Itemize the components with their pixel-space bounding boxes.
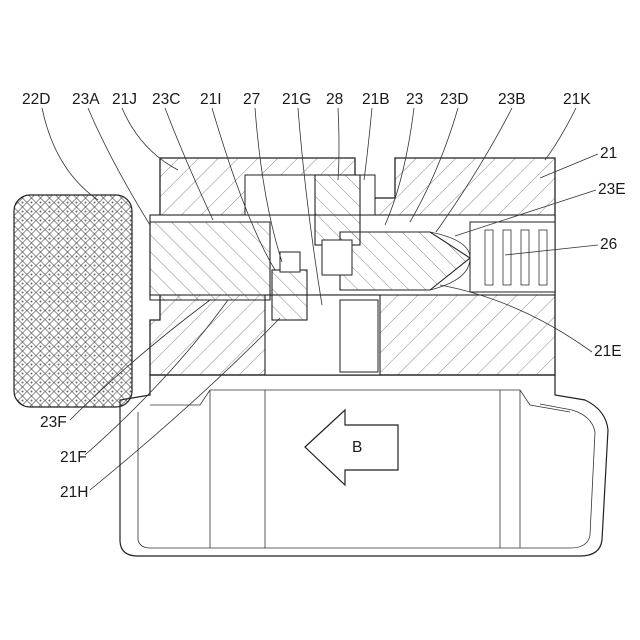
label-21H: 21H	[60, 484, 88, 501]
label-23B: 23B	[498, 91, 526, 108]
label-21K: 21K	[563, 91, 591, 108]
label-23A: 23A	[72, 91, 100, 108]
label-21J: 21J	[112, 91, 137, 108]
label-23E: 23E	[598, 181, 626, 198]
label-21E: 21E	[594, 343, 622, 360]
label-21B: 21B	[362, 91, 390, 108]
label-28: 28	[326, 91, 343, 108]
label-27: 27	[243, 91, 260, 108]
label-22D: 22D	[22, 91, 50, 108]
label-23: 23	[406, 91, 423, 108]
label-21: 21	[600, 145, 617, 162]
label-26: 26	[600, 236, 617, 253]
knurled-knob	[14, 195, 132, 407]
label-23C: 23C	[152, 91, 180, 108]
label-23D: 23D	[440, 91, 468, 108]
direction-arrow: B	[305, 410, 398, 485]
label-21F: 21F	[60, 449, 87, 466]
arrow-label: B	[352, 439, 362, 456]
spring	[470, 222, 555, 292]
label-23F: 23F	[40, 414, 67, 431]
label-21I: 21I	[200, 91, 222, 108]
label-21G: 21G	[282, 91, 311, 108]
lower-housing	[120, 375, 608, 556]
